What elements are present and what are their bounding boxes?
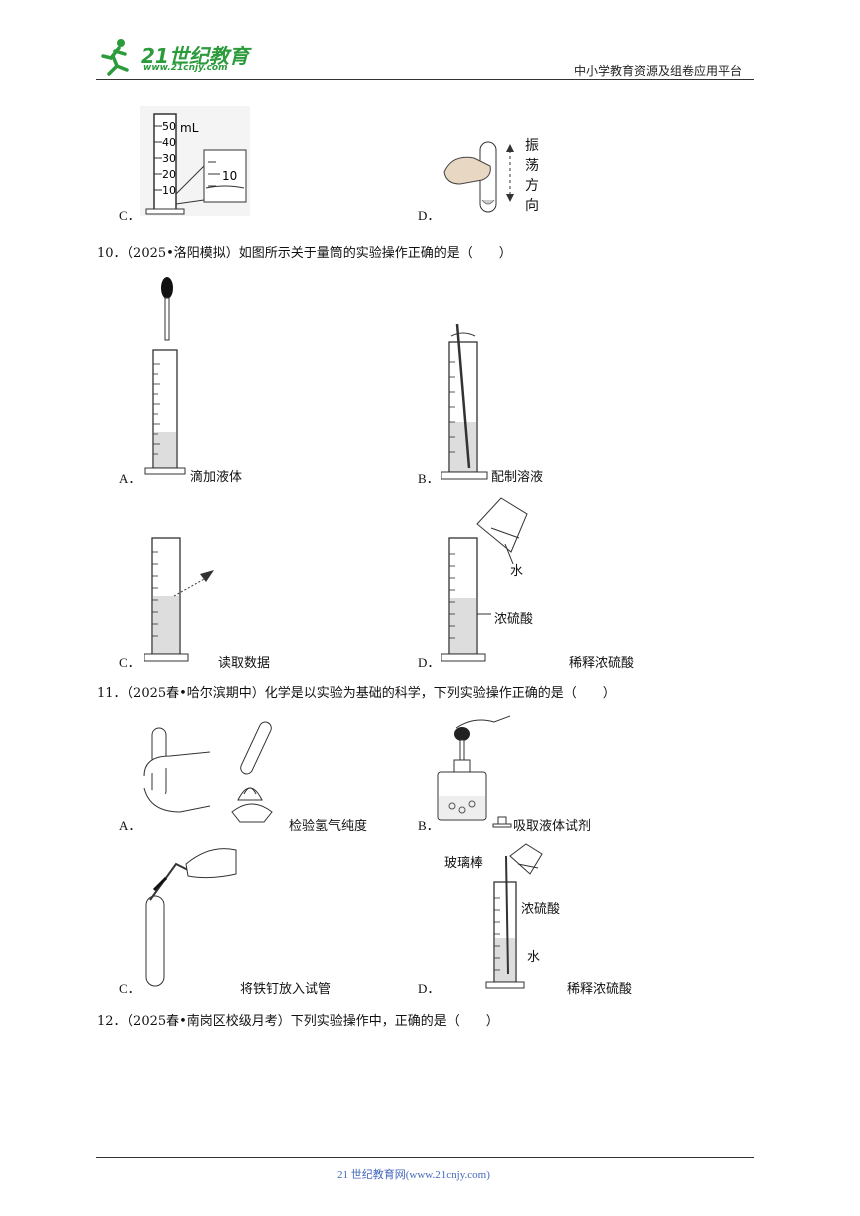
c-scale-40: 40 <box>162 136 176 149</box>
q10-option-d-figure <box>441 497 528 662</box>
q10-option-b-caption: 配制溶液 <box>491 470 544 485</box>
q11-b-cap-icon <box>492 816 512 828</box>
q9-d-direction-note: 振 荡 方 向 <box>525 136 543 216</box>
q11-option-b-letter: B． <box>418 818 440 833</box>
q10-option-b-figure <box>441 323 488 480</box>
footer-divider <box>96 1157 754 1158</box>
question-10-stem: 10．（2025•洛阳模拟）如图所示关于量筒的实验操作正确的是（ ） <box>97 246 512 261</box>
c-scale-30: 30 <box>162 152 176 165</box>
footer-text: 21 世纪教育网(www.21cnjy.com) <box>337 1169 490 1181</box>
site-logo: 21世纪教育 www.21cnjy.com <box>95 36 265 76</box>
q10-d-label-acid: 浓硫酸 <box>494 612 534 627</box>
q10-option-d-letter: D． <box>418 655 441 670</box>
runner-icon <box>101 39 129 76</box>
q10-option-a-figure <box>144 277 186 475</box>
q11-option-b-caption: 吸取液体试剂 <box>513 819 592 834</box>
q11-option-c-figure <box>145 848 237 987</box>
note-char: 向 <box>525 198 539 214</box>
q11-option-b-figure <box>437 715 511 821</box>
c-scale-10: 10 <box>162 184 176 197</box>
c-zoom-label: 10 <box>222 169 237 183</box>
note-char: 方 <box>525 178 539 194</box>
question-11-stem: 11．（2025春•哈尔滨期中）化学是以实验为基础的科学，下列实验操作正确的是（… <box>97 686 616 701</box>
c-scale-20: 20 <box>162 168 176 181</box>
q11-option-c-caption: 将铁钉放入试管 <box>240 982 332 997</box>
logo-url: www.21cnjy.com <box>143 63 228 73</box>
c-unit: mL <box>180 121 199 135</box>
q9-option-d-letter: D． <box>418 208 441 223</box>
header-divider <box>96 79 754 80</box>
q11-d-label-acid: 浓硫酸 <box>521 902 561 917</box>
platform-name: 中小学教育资源及组卷应用平台 <box>574 64 743 78</box>
q11-option-c-letter: C． <box>119 981 141 996</box>
q11-option-d-figure <box>485 843 543 989</box>
question-12-stem: 12．（2025春•南岗区校级月考）下列实验操作中，正确的是（ ） <box>97 1014 499 1029</box>
q11-option-a-caption: 检验氢气纯度 <box>289 819 368 834</box>
q11-option-d-caption: 稀释浓硫酸 <box>567 982 633 997</box>
q9-option-c-letter: C． <box>119 208 141 223</box>
note-char: 荡 <box>525 158 539 174</box>
scale-ticks <box>153 363 160 455</box>
q9-option-c-figure: 50 40 30 20 10 mL 10 <box>140 106 250 216</box>
q11-option-a-letter: A． <box>119 818 142 833</box>
q11-option-a-figure <box>143 721 273 823</box>
q10-option-c-figure <box>144 537 214 662</box>
q9-option-d-figure <box>443 141 514 213</box>
q10-d-label-water: 水 <box>510 564 524 579</box>
q10-option-b-letter: B． <box>418 471 440 486</box>
q11-option-d-letter: D． <box>418 981 441 996</box>
q11-d-label-rod: 玻璃棒 <box>444 856 484 871</box>
c-scale-50: 50 <box>162 120 176 133</box>
q10-option-c-letter: C． <box>119 655 141 670</box>
q10-option-a-letter: A． <box>119 471 142 486</box>
q10-option-a-caption: 滴加液体 <box>190 470 243 485</box>
note-char: 振 <box>525 138 539 154</box>
q10-option-d-caption: 稀释浓硫酸 <box>569 656 635 671</box>
logo-title: 21世纪教育 <box>141 44 249 68</box>
q11-d-label-water: 水 <box>527 950 541 965</box>
q10-option-c-caption: 读取数据 <box>218 656 271 671</box>
